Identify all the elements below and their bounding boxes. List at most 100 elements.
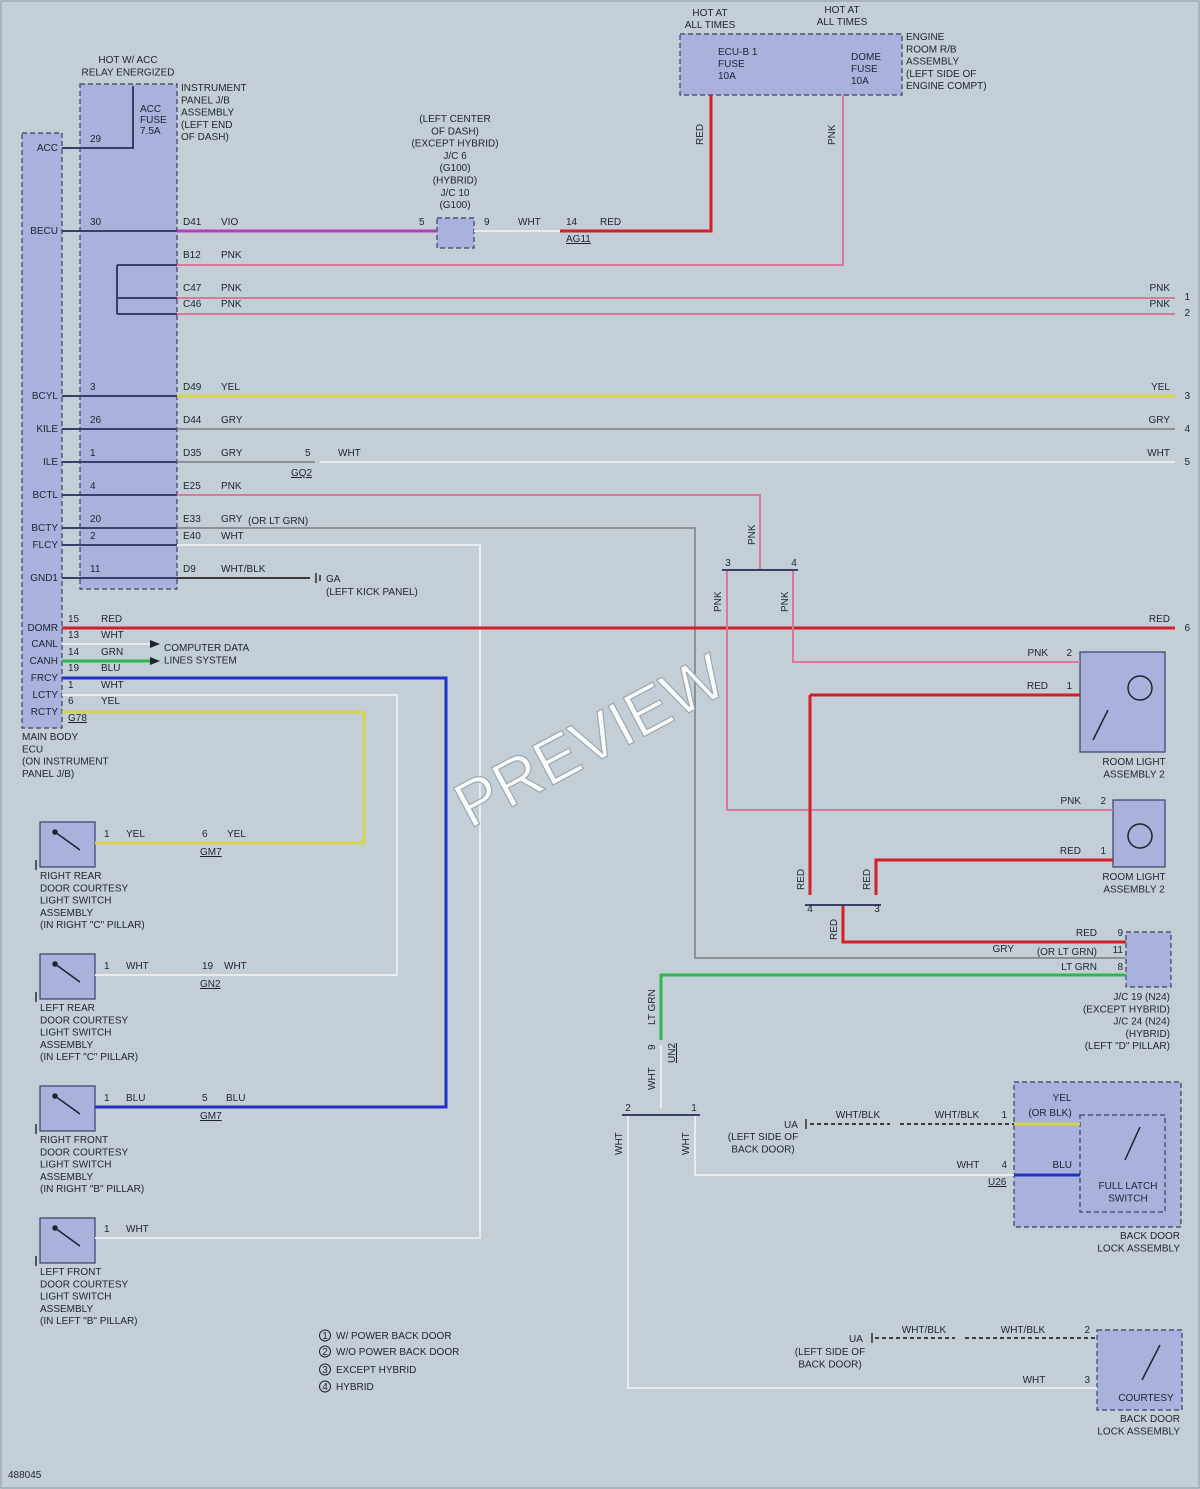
bd-pin-3: 3: [1084, 1375, 1090, 1386]
ecub-fuse-label-line-0: ECU-B 1: [718, 47, 758, 58]
rl1-pin-2: 2: [1066, 648, 1072, 659]
engine-rb-label-line-1: ROOM R/B: [906, 44, 957, 55]
note-mark-0: 1: [322, 1331, 328, 1342]
right-pin-1: 1: [1184, 292, 1190, 303]
ip-jb-label-line-0: INSTRUMENT: [181, 83, 247, 94]
note-mark-1: 2: [322, 1347, 328, 1358]
rl2-red: RED: [1060, 846, 1081, 857]
ecu-pin-domr: DOMR: [27, 623, 58, 634]
wht-vert-1: WHT: [647, 1067, 658, 1090]
jb-pin-3: 26: [90, 415, 102, 426]
rl1-red: RED: [1027, 681, 1048, 692]
switch-2-caption-line-3: ASSEMBLY: [40, 1172, 93, 1183]
ecu-pin-num-5: 6: [68, 696, 74, 707]
ecu-pin-num-0: 15: [68, 614, 80, 625]
jc6-label-line-3: J/C 6: [443, 151, 467, 162]
rl1-pin-1: 1: [1066, 681, 1072, 692]
switch-0-caption-line-3: ASSEMBLY: [40, 908, 93, 919]
back-door-courtesy: [1096, 1329, 1183, 1411]
full-latch-caption-line-0: FULL LATCH: [1099, 1181, 1158, 1192]
switch-0-caption-line-1: DOOR COURTESY: [40, 883, 128, 894]
jb-pin-0: 29: [90, 134, 102, 145]
can-arrows: [150, 640, 160, 665]
engine-room-rb: [679, 33, 903, 96]
switch-3-pin: 1: [104, 1224, 110, 1235]
jc6-label-line-4: (G100): [439, 163, 470, 174]
switch-0-conn-pin: 6: [202, 829, 208, 840]
jb-pin-2: 3: [90, 382, 96, 393]
jb-conn-e40: E40: [183, 531, 201, 542]
jc19-caption-line-3: (HYBRID): [1126, 1029, 1170, 1040]
bd-caption-2-line-0: BACK DOOR: [1120, 1414, 1180, 1425]
switch-0-caption-line-4: (IN RIGHT "C" PILLAR): [40, 920, 145, 931]
jb-conn-d49: D49: [183, 382, 202, 393]
bd-caption-1-line-0: BACK DOOR: [1120, 1231, 1180, 1242]
splice-pin-5: 5: [419, 217, 425, 228]
wire-c47-pnk: PNK: [221, 283, 242, 294]
mark-4-b: 4: [807, 904, 813, 915]
bd-wht: WHT: [957, 1160, 980, 1171]
gq2-pin: 5: [305, 448, 311, 459]
switch-1-wire: WHT: [126, 961, 149, 972]
ground-ua-loc-1-line-0: (LEFT SIDE OF: [728, 1132, 798, 1143]
jc19-caption-line-4: (LEFT "D" PILLAR): [1085, 1041, 1170, 1052]
dome-fuse-label-line-0: DOME: [851, 52, 881, 63]
jb-pin-1: 30: [90, 217, 102, 228]
engine-rb-label-line-3: (LEFT SIDE OF: [906, 69, 976, 80]
jb-pin-6: 20: [90, 514, 102, 525]
right-gry: GRY: [1149, 415, 1171, 426]
room-light-2: [1112, 799, 1166, 868]
switch-3-caption-line-1: DOOR COURTESY: [40, 1279, 128, 1290]
mark-4-a: 4: [791, 558, 797, 569]
un2-pin: 9: [647, 1044, 658, 1050]
jc19-caption-line-0: J/C 19 (N24): [1113, 992, 1170, 1003]
acc-fuse-label-line-0: ACC: [140, 104, 161, 115]
jc19-or-ltgrn: (OR LT GRN): [1037, 947, 1097, 958]
jc6-label-line-0: (LEFT CENTER: [419, 114, 491, 125]
ecub-fuse-label-line-2: 10A: [718, 71, 736, 82]
ip-jb-label-line-3: (LEFT END: [181, 120, 233, 131]
right-wht: WHT: [1147, 448, 1170, 459]
jc19-gry: GRY: [993, 944, 1015, 955]
ip-jb-label-line-1: PANEL J/B: [181, 95, 230, 106]
switch-2-pin: 1: [104, 1093, 110, 1104]
wht-vert-3: WHT: [681, 1132, 692, 1155]
rl1-pnk: PNK: [1027, 648, 1048, 659]
ground-symbols: [35, 573, 873, 1343]
switch-2-caption-line-4: (IN RIGHT "B" PILLAR): [40, 1184, 144, 1195]
red-vert-3: RED: [829, 919, 840, 940]
switch-0-wire: YEL: [126, 829, 145, 840]
room-light-1: [1079, 651, 1166, 753]
note-circle-3: [319, 1380, 331, 1393]
ecu-pin-rcty: RCTY: [31, 707, 59, 718]
red-vert-1: RED: [796, 869, 807, 890]
ecu-pin-bcty: BCTY: [31, 523, 58, 534]
full-latch-caption-line-1: SWITCH: [1108, 1193, 1147, 1204]
note-2: EXCEPT HYBRID: [336, 1365, 416, 1376]
splice-pin-14: 14: [566, 217, 578, 228]
bd2-wht: WHT: [1023, 1375, 1046, 1386]
connector-gq2: GQ2: [291, 468, 313, 479]
mark-3-a: 3: [725, 558, 731, 569]
bd2-whtblk-2: WHT/BLK: [1001, 1325, 1046, 1336]
connector-un2: UN2: [667, 1043, 678, 1063]
dome-fuse-label-line-2: 10A: [851, 76, 869, 87]
courtesy-label: COURTESY: [1118, 1393, 1174, 1404]
splice-pin-9: 9: [484, 217, 490, 228]
hot-all-times-1-line-0: HOT AT: [692, 8, 727, 19]
right-pin-5: 5: [1184, 457, 1190, 468]
hot-acc-label-line-1: RELAY ENERGIZED: [82, 68, 175, 79]
jb-pin-4: 1: [90, 448, 96, 459]
jb-conn-e33: E33: [183, 514, 201, 525]
rl2-pnk: PNK: [1060, 796, 1081, 807]
note-0: W/ POWER BACK DOOR: [336, 1331, 452, 1342]
note-circle-1: [319, 1345, 331, 1358]
switch-symbols: [52, 675, 1161, 1381]
ecu-connector-g78: G78: [68, 713, 87, 724]
bd-caption-1-line-1: LOCK ASSEMBLY: [1097, 1243, 1180, 1254]
jb-conn-c47: C47: [183, 283, 202, 294]
jc19-caption-line-1: (EXCEPT HYBRID): [1083, 1004, 1170, 1015]
ecu-pin-bcyl: BCYL: [32, 391, 59, 402]
switch-1-conn-pin: 19: [202, 961, 214, 972]
ground-ua-loc-1-line-1: BACK DOOR): [731, 1144, 794, 1155]
